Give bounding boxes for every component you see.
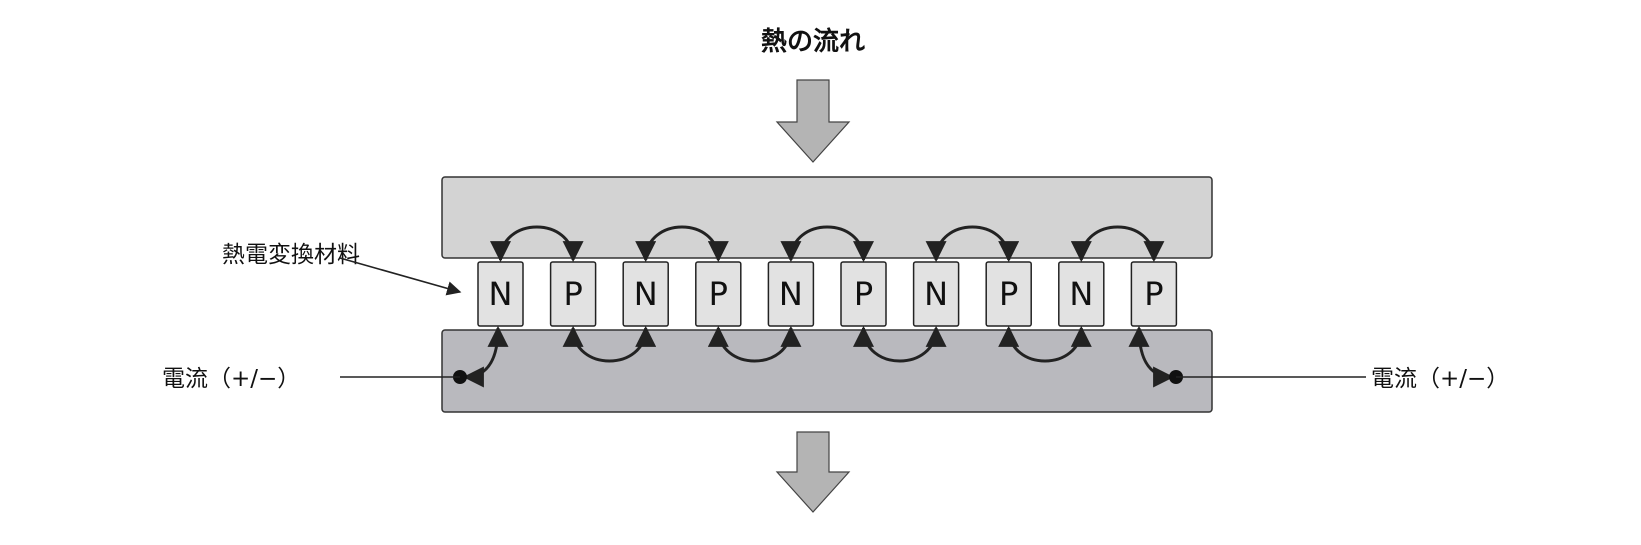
current-label-left: 電流（+/−） xyxy=(162,366,300,392)
n-type-element: N xyxy=(1058,261,1105,327)
element-letter: P xyxy=(1144,275,1163,313)
current-path-arrows xyxy=(490,225,1165,363)
bottom-current-arc xyxy=(707,325,802,363)
right-terminal xyxy=(1128,325,1366,388)
left-terminal xyxy=(340,325,509,388)
top-current-arc xyxy=(635,225,729,263)
n-type-element: N xyxy=(912,261,960,327)
p-type-element: P xyxy=(549,261,597,327)
bottom-plate xyxy=(441,329,1213,413)
top-current-arc xyxy=(925,225,1020,263)
heat-flow-title: 熱の流れ xyxy=(761,27,865,57)
top-current-arc xyxy=(1070,225,1165,263)
bottom-current-arc xyxy=(562,325,657,363)
bottom-current-arc xyxy=(853,325,947,363)
material-label: 熱電変換材料 xyxy=(222,242,360,268)
element-letter: N xyxy=(779,275,803,313)
heat-flow-arrow-top xyxy=(775,79,851,163)
element-letter: P xyxy=(999,275,1018,313)
heat-flow-arrow-bottom xyxy=(775,431,851,513)
top-current-arc xyxy=(490,225,584,263)
top-plate xyxy=(441,176,1213,259)
bottom-current-arc xyxy=(998,325,1092,363)
element-letter: N xyxy=(1069,275,1093,313)
element-letter: N xyxy=(924,275,948,313)
element-letter: P xyxy=(709,275,728,313)
left-terminal-curve xyxy=(462,325,509,388)
top-current-arc xyxy=(780,225,874,263)
element-letter: P xyxy=(854,275,873,313)
p-type-element: P xyxy=(985,261,1032,327)
n-type-element: N xyxy=(622,261,669,327)
p-type-element: P xyxy=(1130,261,1178,327)
right-terminal-curve xyxy=(1128,325,1175,388)
n-type-element: N xyxy=(767,261,815,327)
element-letter: N xyxy=(634,275,658,313)
current-label-right: 電流（+/−） xyxy=(1371,366,1509,392)
element-letter: P xyxy=(563,275,582,313)
element-letter: N xyxy=(489,275,513,313)
n-type-element: N xyxy=(477,261,524,327)
material-pointer-line xyxy=(339,257,462,296)
p-type-element: P xyxy=(840,261,887,327)
p-type-element: P xyxy=(695,261,742,327)
